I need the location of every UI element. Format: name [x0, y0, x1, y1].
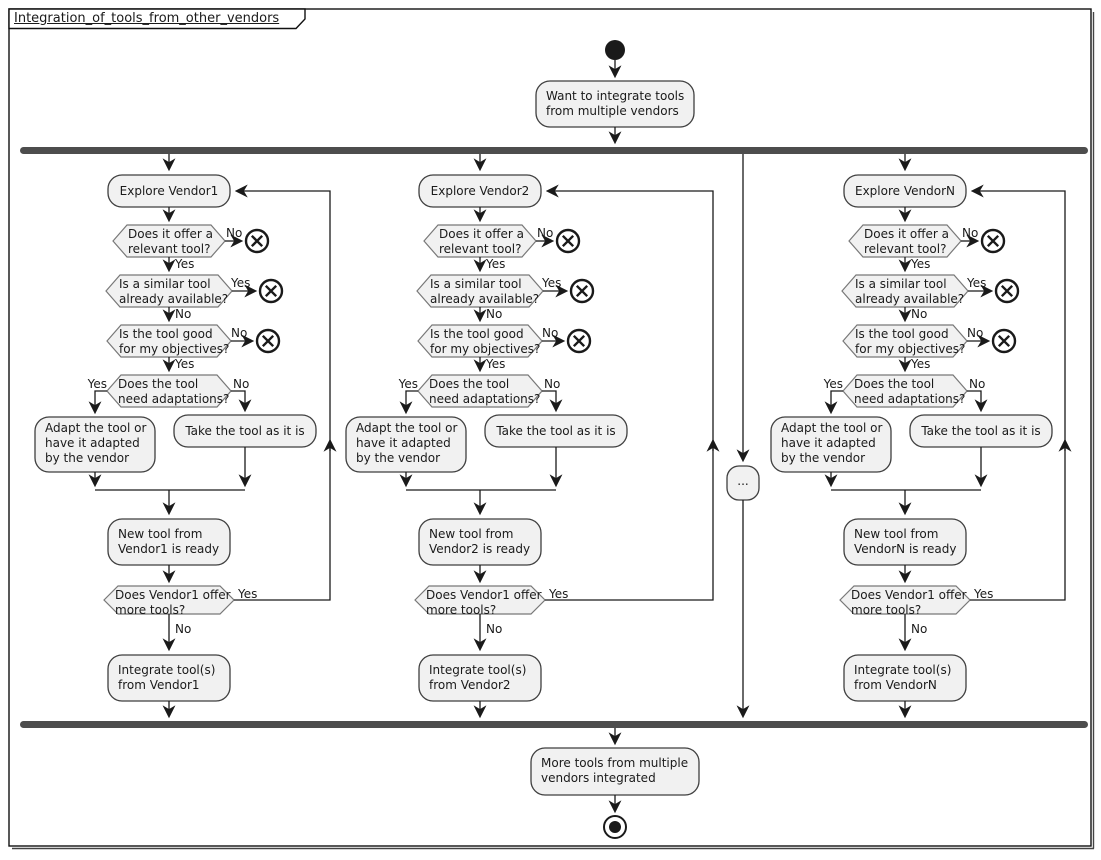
yes-label: Yes — [967, 276, 987, 290]
yes-label: Yes — [175, 257, 195, 271]
take-tool-label: Take the tool as it is — [185, 424, 305, 438]
no-label: No — [226, 226, 243, 240]
no-label: No — [962, 226, 979, 240]
yes-label: Yes — [911, 357, 931, 371]
start-node — [605, 40, 625, 60]
fork-bar — [20, 147, 1088, 154]
take-tool-label: Take the tool as it is — [921, 424, 1041, 438]
no-label: No — [231, 326, 248, 340]
no-label: No — [537, 226, 554, 240]
yes-label: Yes — [911, 257, 931, 271]
yes-label: Yes — [823, 377, 843, 391]
no-label: No — [233, 377, 250, 391]
integrate-tools-label: Integrate tool(s)from Vendor2 — [429, 663, 527, 692]
yes-label: Yes — [542, 276, 562, 290]
vendor2-loop-edge — [545, 184, 720, 601]
explore-vendor2-label: Explore Vendor2 — [430, 184, 530, 198]
no-label: No — [911, 622, 928, 636]
yes-label: Yes — [175, 357, 195, 371]
vendorN-loop-edge — [970, 184, 1072, 601]
no-label: No — [969, 377, 986, 391]
no-label: No — [486, 307, 503, 321]
frame-border — [8, 8, 1095, 850]
no-label: No — [175, 307, 192, 321]
no-label: No — [542, 326, 559, 340]
join-bar — [20, 721, 1088, 728]
yes-label: Yes — [398, 377, 418, 391]
yes-label: Yes — [238, 587, 258, 601]
yes-label: Yes — [486, 357, 506, 371]
yes-label: Yes — [486, 257, 506, 271]
yes-label: Yes — [974, 587, 994, 601]
diagram-title: Integration_of_tools_from_other_vendors — [14, 11, 280, 26]
no-label: No — [911, 307, 928, 321]
integrate-tools-label: Integrate tool(s)from VendorN — [854, 663, 952, 692]
yes-label: Yes — [87, 377, 107, 391]
integrate-tools-label: Integrate tool(s)from Vendor1 — [118, 663, 216, 692]
frame-title-tab — [8, 8, 306, 30]
end-node — [603, 815, 627, 839]
no-label: No — [544, 377, 561, 391]
take-tool-label: Take the tool as it is — [496, 424, 616, 438]
yes-label: Yes — [549, 587, 569, 601]
no-label: No — [486, 622, 503, 636]
yes-label: Yes — [231, 276, 251, 290]
explore-vendor1-label: Explore Vendor1 — [119, 184, 219, 198]
explore-vendorN-label: Explore VendorN — [855, 184, 955, 198]
vendor1-loop-edge — [234, 184, 337, 601]
no-label: No — [967, 326, 984, 340]
no-label: No — [175, 622, 192, 636]
ellipsis-label: ... — [737, 474, 749, 488]
ellipsis-branch — [726, 154, 760, 719]
